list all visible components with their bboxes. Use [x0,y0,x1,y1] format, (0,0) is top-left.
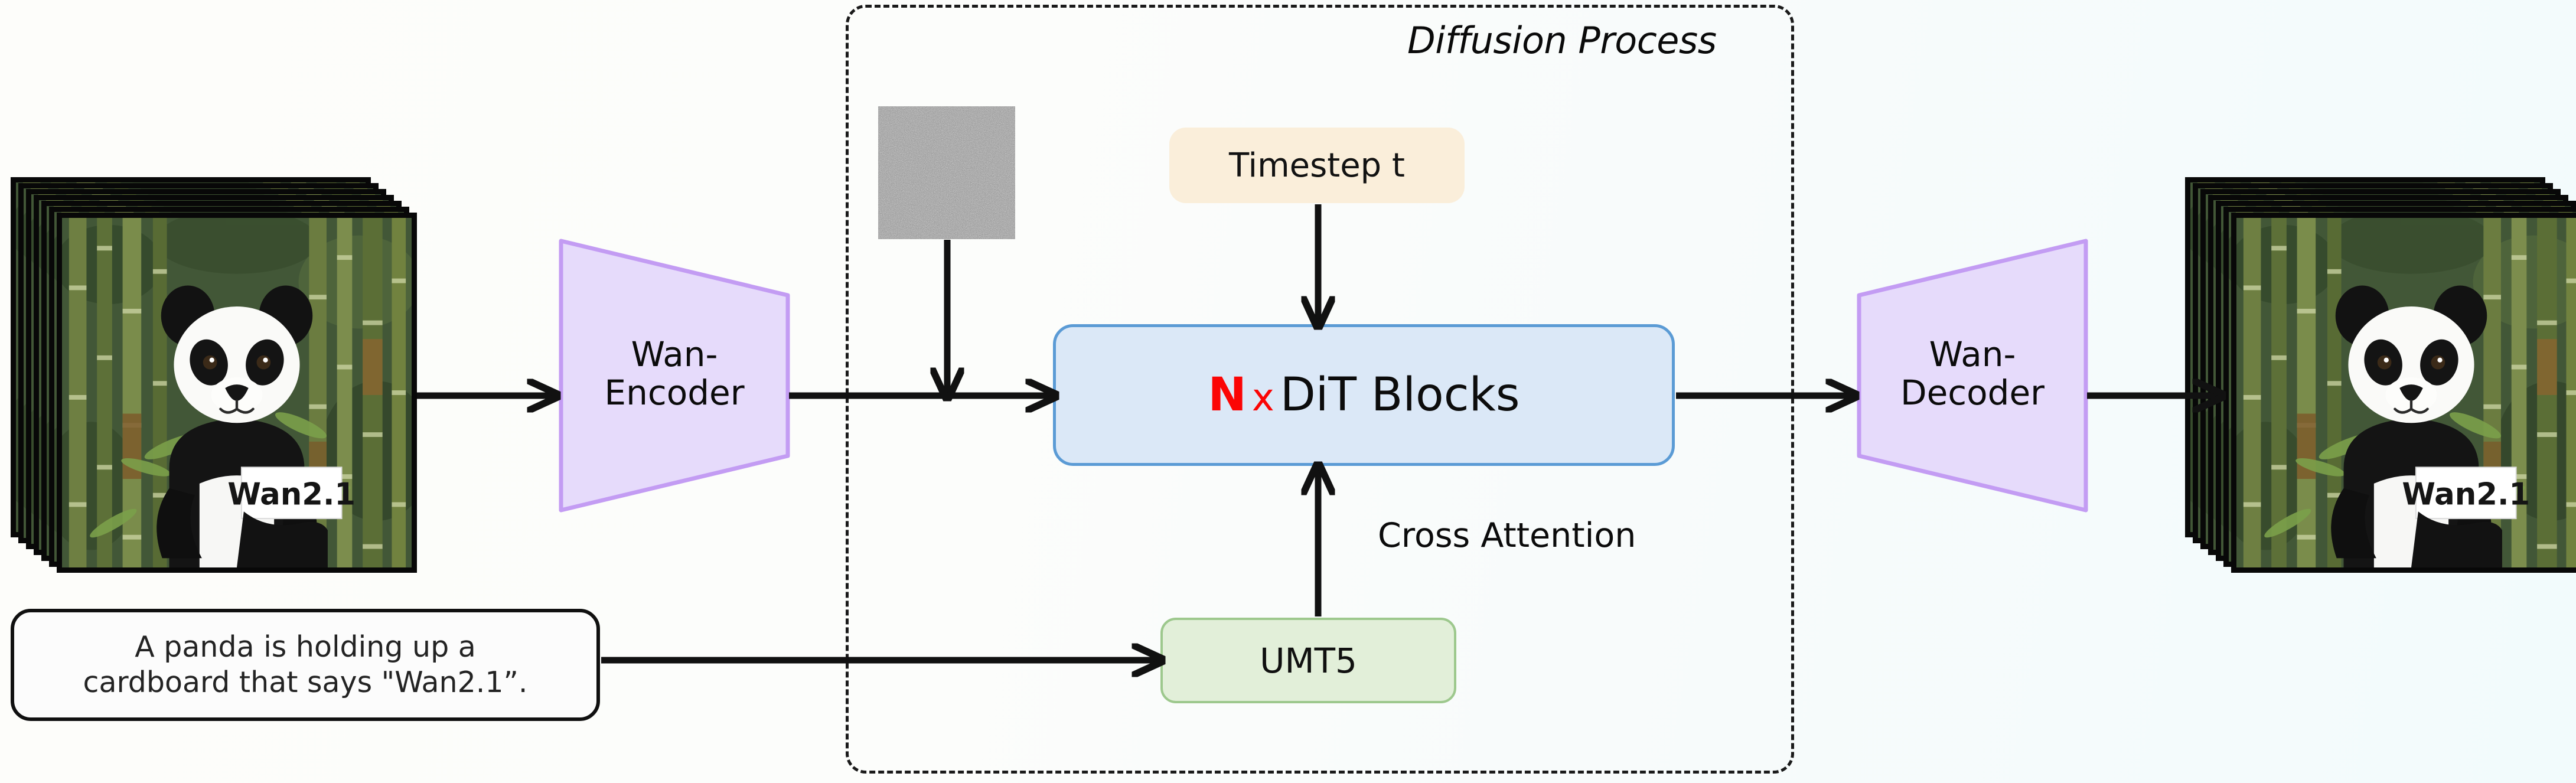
frame-layer-front [2231,213,2576,573]
text-prompt-box[interactable]: A panda is holding up a cardboard that s… [11,609,600,721]
wan-decoder-label: Wan- Decoder [1900,334,2045,413]
wan-encoder-node[interactable]: Wan- Encoder [556,236,793,515]
wan-decoder-node[interactable]: Wan- Decoder [1854,236,2091,515]
umt5-label: UMT5 [1260,640,1357,681]
prompt-line-2: cardboard that says "Wan2.1”. [83,665,528,699]
prompt-line-1: A panda is holding up a [135,630,476,664]
diffusion-process-label: Diffusion Process [1407,19,1717,62]
dit-multiply-symbol: x [1251,376,1274,420]
input-video-frames [11,177,424,590]
timestep-label: Timestep t [1229,146,1405,185]
umt5-box[interactable]: UMT5 [1160,618,1456,703]
output-video-frames [2185,177,2576,590]
gaussian-noise-tile [878,106,1015,239]
wan-encoder-label: Wan- Encoder [604,334,745,413]
timestep-box[interactable]: Timestep t [1169,128,1465,203]
diffusion-process-container [846,5,1794,774]
frame-layer-front [57,213,417,573]
dit-blocks-label: DiT Blocks [1280,368,1520,422]
wan-encoder-shape [559,239,790,513]
dit-repeat-count: N [1208,368,1247,422]
cross-attention-label: Cross Attention [1378,516,1636,555]
